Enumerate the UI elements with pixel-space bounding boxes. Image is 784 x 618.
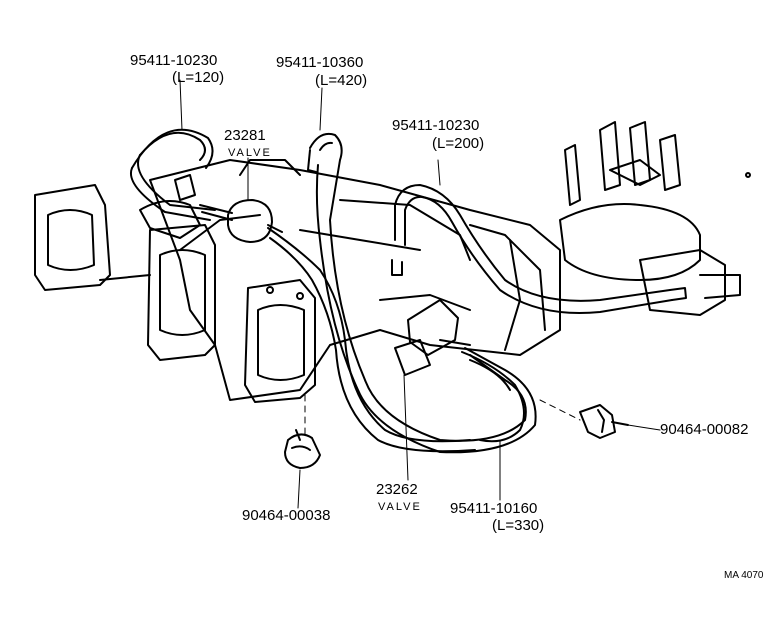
intake-port-flange-1 [34,184,111,291]
hose-95411-10360-l420 [307,132,537,454]
hose-95411-10160-l330 [461,351,525,443]
valve-23281-body [199,199,283,243]
label-valve-23281-type: VALVE [228,147,272,159]
figure-code: MA 4070 [724,570,764,581]
label-hose-95411-10360-length: (L=420) [315,72,368,89]
label-clip-90464-00082: 90464-00082 [660,421,749,438]
label-hose-95411-10230-l120-partno: 95411-10230 [130,52,218,69]
label-hose-95411-10160-partno: 95411-10160 [450,500,538,517]
label-valve-23281-partno: 23281 [224,127,266,144]
label-hose-95411-10160-length: (L=330) [492,517,545,534]
hose-95411-10230-l200 [391,184,687,315]
label-hose-95411-10230-l200-partno: 95411-10230 [392,117,480,134]
leader-lines [179,79,661,509]
intake-port-flange-3 [244,279,316,403]
vacuum-fitting-left [139,174,201,239]
distributor [559,121,751,316]
label-hose-95411-10360-partno: 95411-10360 [276,54,364,71]
label-clip-90464-00038: 90464-00038 [242,507,331,524]
clip-90464-00038 [284,429,321,469]
label-hose-95411-10230-l200-length: (L=200) [432,135,485,152]
valve-23262-body [394,299,471,376]
intake-manifold [99,159,561,401]
intake-port-flange-2 [147,224,216,361]
label-valve-23262-partno: 23262 [376,481,418,498]
hose-95411-10230-l120 [129,128,216,221]
label-valve-23262-type: VALVE [378,501,422,513]
clip-90464-00082 [579,404,629,439]
hose-valve-23281-link [267,227,476,453]
label-hose-95411-10230-l120-length: (L=120) [172,69,225,86]
